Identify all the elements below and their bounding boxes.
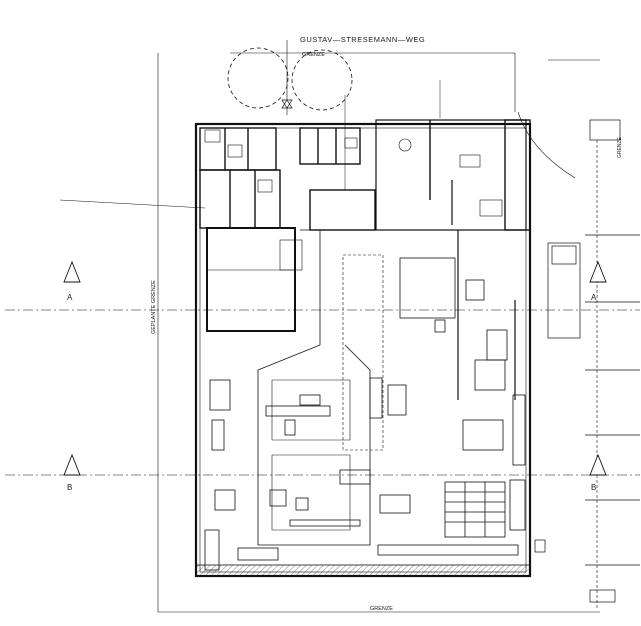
boundary-label-right: GRENZE bbox=[617, 137, 623, 158]
office-wing bbox=[199, 119, 531, 231]
hall-circulation bbox=[257, 229, 384, 546]
section-markers bbox=[63, 260, 607, 476]
boundary-label-bottom: GRENZE bbox=[370, 606, 393, 612]
tree-symbols bbox=[227, 47, 353, 111]
hall-walls bbox=[451, 180, 516, 400]
street-name-label: GUSTAV—STRESEMANN—WEG bbox=[300, 35, 426, 44]
boundary-markers-top bbox=[281, 99, 293, 109]
boundary-label-top: GRENZE bbox=[302, 52, 325, 58]
parking-area bbox=[534, 119, 640, 603]
section-b-left-label: B bbox=[67, 483, 73, 492]
section-b-right-label: B bbox=[591, 483, 597, 492]
annotation-leaders bbox=[59, 80, 441, 209]
workshop-room bbox=[206, 227, 303, 332]
section-a-left-label: A bbox=[67, 293, 73, 302]
machinery bbox=[204, 257, 526, 571]
section-a-right-label: A bbox=[591, 293, 597, 302]
building-outline bbox=[194, 122, 532, 578]
property-boundaries bbox=[5, 40, 640, 613]
planned-boundary-label: GEPLANTE GRENZE bbox=[151, 280, 157, 334]
